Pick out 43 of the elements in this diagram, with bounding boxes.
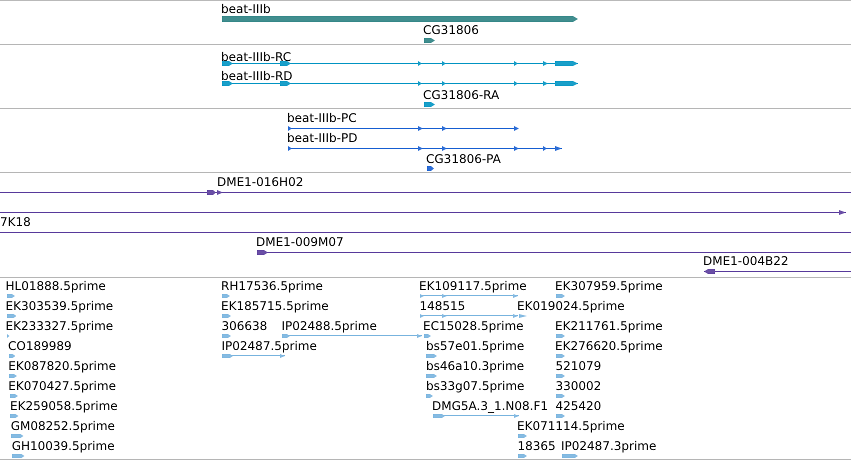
feature-label: EK087820.5prime [8, 359, 116, 373]
feature-label: 306638 [222, 319, 268, 333]
feature-label: DMG5A.3_1.N08.F1 [432, 399, 548, 413]
feature-label: beat-IIIb-PD [287, 131, 358, 145]
feature-label: EK303539.5prime [6, 299, 114, 313]
feature-label: IP02488.5prime [282, 319, 377, 333]
feature-label: 7K18 [0, 215, 31, 229]
feature-label: beat-IIIb-RD [221, 69, 293, 83]
feature-label: CG31806 [423, 23, 479, 37]
feature-label: EK276620.5prime [555, 339, 663, 353]
feature-label: EK071114.5prime [517, 419, 625, 433]
feature-label: beat-IIIb [221, 2, 271, 16]
feature-label: EK109117.5prime [419, 279, 527, 293]
feature-label: DME1-004B22 [703, 254, 789, 268]
feature-label: CG31806-RA [423, 88, 500, 102]
feature-label: EK259058.5prime [10, 399, 118, 413]
feature-label: EK211761.5prime [555, 319, 663, 333]
feature-label: IP02487.3prime [561, 439, 656, 453]
feature-label: EC15028.5prime [423, 319, 524, 333]
feature-label: EK307959.5prime [555, 279, 663, 293]
feature-label: beat-IIIb-PC [287, 111, 357, 125]
feature-label: DME1-009M07 [256, 235, 344, 249]
feature-label: bs57e01.5prime [426, 339, 524, 353]
feature-label: CO189989 [8, 339, 72, 353]
feature-label: bs33g07.5prime [426, 379, 524, 393]
feature-label: DME1-016H02 [217, 175, 304, 189]
feature-label: RH17536.5prime [221, 279, 323, 293]
feature-label: 148515 [420, 299, 466, 313]
feature-label: GM08252.5prime [10, 419, 115, 433]
feature-label: EK185715.5prime [221, 299, 329, 313]
feature-label: GH10039.5prime [12, 439, 115, 453]
feature-label: CG31806-PA [426, 152, 501, 166]
feature-label: EK019024.5prime [517, 299, 625, 313]
feature-label: EK070427.5prime [8, 379, 116, 393]
feature-label: 521079 [556, 359, 602, 373]
feature-label: 18365 [518, 439, 556, 453]
feature-label: bs46a10.3prime [426, 359, 524, 373]
feature-label: 425420 [556, 399, 602, 413]
feature-label: IP02487.5prime [222, 339, 317, 353]
feature-label: HL01888.5prime [6, 279, 106, 293]
feature-label: beat-IIIb-RC [221, 50, 292, 64]
feature-label: EK233327.5prime [6, 319, 114, 333]
feature-label: 330002 [556, 379, 602, 393]
